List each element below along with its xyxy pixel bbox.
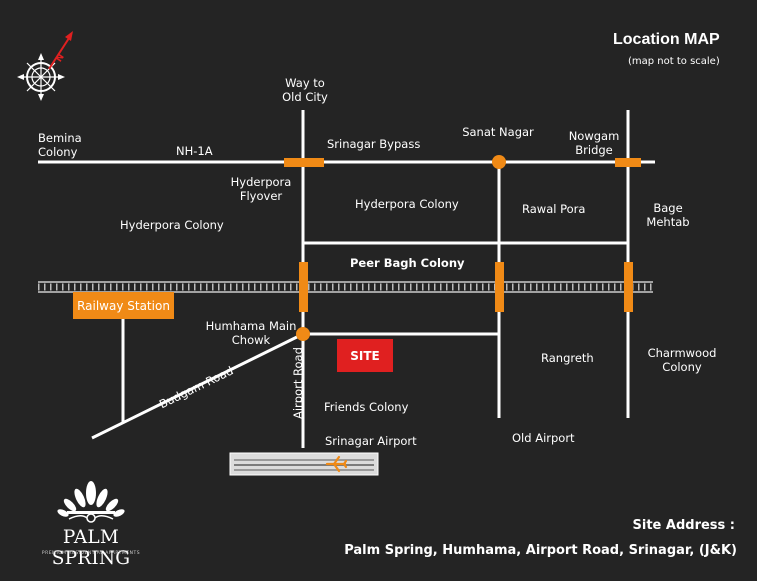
brand-tagline: PREMIUM RESIDENTIAL APARTMENTS xyxy=(41,551,141,556)
label-hyderpora-colony-left: Hyderpora Colony xyxy=(120,218,224,232)
label-bage-mehtab: Bage Mehtab xyxy=(646,201,690,229)
sanat-nagar-junction xyxy=(492,155,506,169)
label-nh1a: NH-1A xyxy=(176,144,213,158)
label-hyderpora-colony-mid: Hyderpora Colony xyxy=(355,197,459,211)
compass-icon: N xyxy=(17,31,73,101)
rail-crossing-airport-road xyxy=(299,262,308,312)
budgam-road xyxy=(91,332,304,440)
rail-crossing-sanat-nagar xyxy=(495,262,504,312)
brand-name: PALM SPRING xyxy=(51,527,131,569)
label-srinagar-airport: Srinagar Airport xyxy=(325,434,417,448)
label-old-airport: Old Airport xyxy=(512,431,575,445)
railway-station-marker: Railway Station xyxy=(73,292,174,319)
roads xyxy=(38,110,655,448)
label-srinagar-bypass: Srinagar Bypass xyxy=(327,137,421,151)
rail-crossing-nowgam xyxy=(624,262,633,312)
runway xyxy=(229,452,379,476)
label-hyderpora-flyover: Hyderpora Flyover xyxy=(230,175,292,203)
palm-spring-logo-icon xyxy=(57,481,125,523)
label-bemina-colony: Bemina Colony xyxy=(38,131,82,159)
site-address-title: Site Address : xyxy=(632,518,735,533)
map-title: Location MAP xyxy=(613,31,720,48)
hyderpora-flyover-marker xyxy=(284,158,324,167)
label-way-to-old-city: Way to Old City xyxy=(282,76,328,104)
label-friends-colony: Friends Colony xyxy=(324,400,409,414)
label-sanat-nagar: Sanat Nagar xyxy=(462,125,534,139)
label-nowgam-bridge: Nowgam Bridge xyxy=(568,129,620,157)
site-marker: SITE xyxy=(337,339,393,372)
label-humhama-main-chowk: Humhama Main Chowk xyxy=(205,319,297,347)
label-charmwood-colony: Charmwood Colony xyxy=(647,346,717,374)
site-address-text: Palm Spring, Humhama, Airport Road, Srin… xyxy=(344,543,737,558)
label-peer-bagh-colony: Peer Bagh Colony xyxy=(350,256,465,270)
crossings xyxy=(284,155,641,341)
airplane-icon xyxy=(325,455,348,473)
nowgam-bridge-marker xyxy=(615,158,641,167)
humhama-chowk-junction xyxy=(296,327,310,341)
label-airport-road: Airport Road xyxy=(291,347,305,419)
label-rawal-pora: Rawal Pora xyxy=(522,202,586,216)
label-rangreth: Rangreth xyxy=(541,351,594,365)
map-subtitle: (map not to scale) xyxy=(628,56,720,67)
svg-text:N: N xyxy=(54,52,67,64)
